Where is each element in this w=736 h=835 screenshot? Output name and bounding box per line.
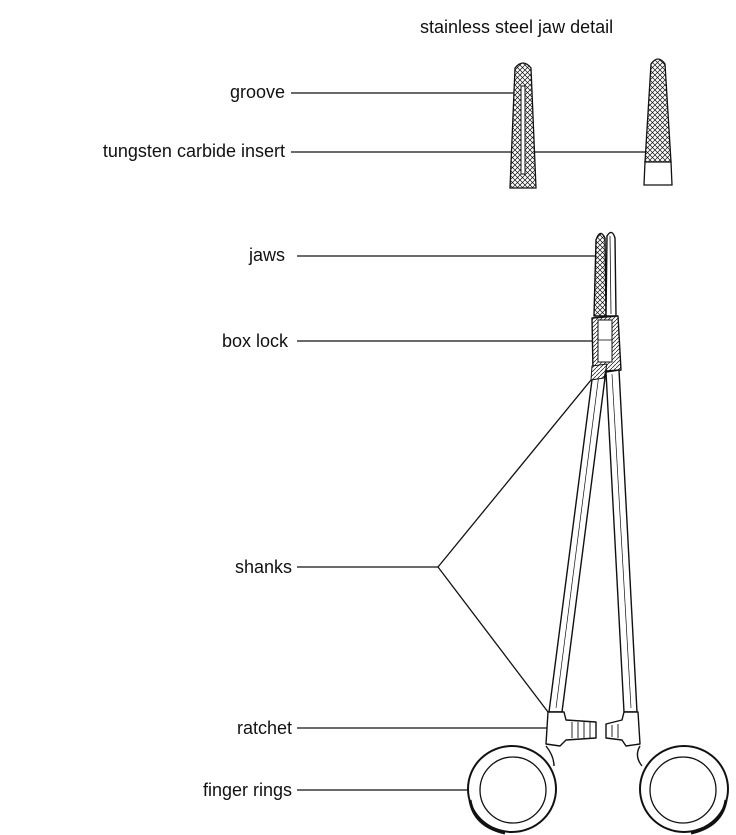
ratchet-right <box>606 712 640 746</box>
jaw-left <box>594 233 606 316</box>
insert-tip <box>644 162 672 185</box>
jaw-detail-groove <box>510 63 536 188</box>
needle-holder <box>468 232 728 833</box>
ratchet-left <box>546 712 596 746</box>
jaw-detail-insert <box>644 59 672 185</box>
groove-slot <box>521 86 525 174</box>
finger-ring-right <box>637 746 728 833</box>
leader-shanks-lower <box>438 567 548 712</box>
leader-shanks-upper <box>438 380 591 567</box>
finger-ring-left <box>468 746 556 833</box>
